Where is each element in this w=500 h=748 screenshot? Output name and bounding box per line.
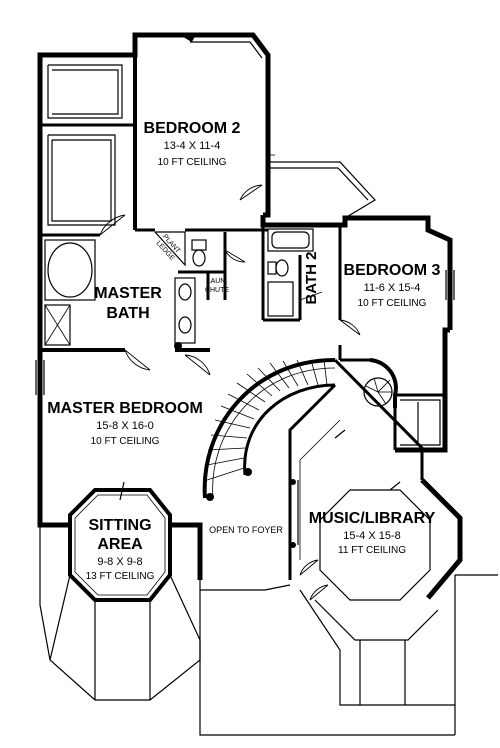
sitting-area-walls — [39, 481, 201, 701]
bath2-fixtures — [267, 228, 314, 317]
bedroom2-dims: 13-4 X 11-4 — [164, 140, 221, 152]
sitting-area-line1: SITTING — [88, 517, 151, 534]
windows — [35, 270, 455, 395]
bedroom2-name: BEDROOM 2 — [144, 120, 241, 137]
music-library-walls — [288, 358, 431, 601]
master-bedroom-name: MASTER BEDROOM — [47, 400, 203, 417]
bedroom3-name: BEDROOM 3 — [344, 262, 441, 279]
sitting-area-dims: 9-8 X 9-8 — [97, 556, 142, 568]
music-library-ceiling: 11 FT CEILING — [338, 545, 406, 556]
sitting-area-line2: AREA — [97, 536, 143, 553]
bath2-name: BATH 2 — [303, 251, 320, 304]
roof-outline-upper — [268, 154, 376, 219]
doors — [99, 184, 361, 601]
master-bath-line1: MASTER — [94, 285, 162, 302]
bedroom3-ceiling: 10 FT CEILING — [358, 298, 427, 309]
laundry-chute-line1: LAUN. — [207, 278, 228, 285]
room-labels: BEDROOM 2 13-4 X 11-4 10 FT CEILING BEDR… — [47, 120, 440, 582]
master-bedroom-dims: 15-8 X 16-0 — [96, 420, 153, 432]
bedroom2-ceiling: 10 FT CEILING — [158, 157, 227, 168]
bedroom3-dims: 11-6 X 15-4 — [364, 282, 421, 294]
open-to-foyer-label: OPEN TO FOYER — [209, 525, 283, 535]
interior-walls — [40, 55, 445, 450]
spiral-stair — [363, 358, 398, 408]
laundry-chute-line2: CHUTE — [205, 287, 229, 294]
exterior-walls — [37, 32, 463, 600]
master-bath-fixtures — [44, 231, 207, 350]
master-bedroom-ceiling: 10 FT CEILING — [91, 436, 160, 447]
music-library-name: MUSIC/LIBRARY — [309, 510, 436, 527]
foyer-lower-outline — [199, 574, 498, 736]
sitting-area-ceiling: 13 FT CEILING — [86, 571, 155, 582]
music-library-dims: 15-4 X 15-8 — [343, 530, 400, 542]
master-bath-line2: BATH — [106, 305, 149, 322]
main-curved-stair — [202, 358, 336, 501]
bay-window-bedroom2 — [190, 35, 263, 59]
